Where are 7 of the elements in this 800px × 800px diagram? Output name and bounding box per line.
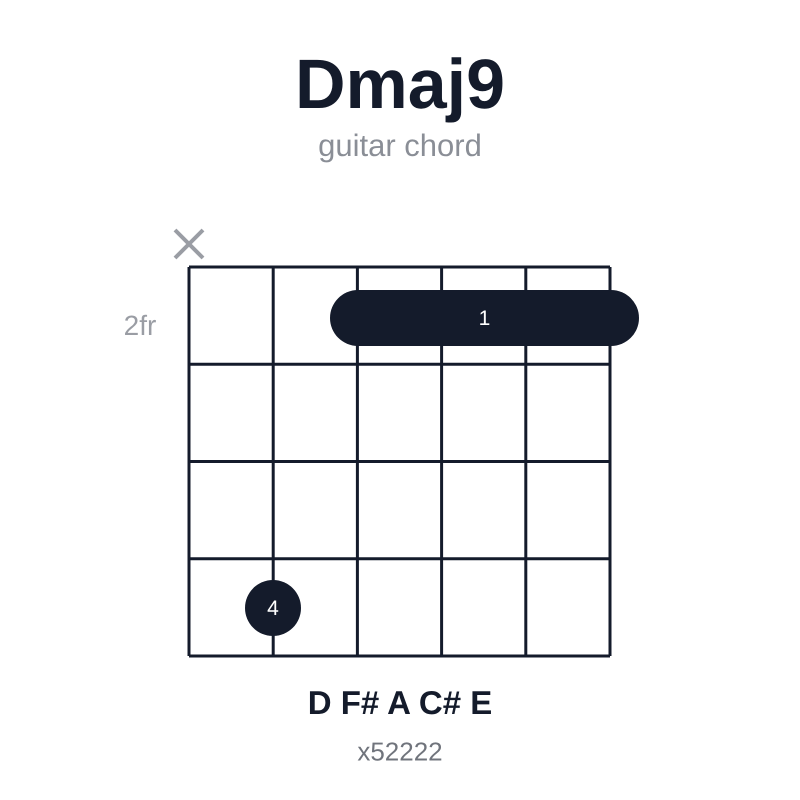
chord-subtitle: guitar chord (318, 128, 482, 164)
finger-number: 4 (267, 598, 279, 618)
chord-title: Dmaj9 (294, 44, 506, 124)
fingering-code: x52222 (357, 736, 443, 768)
finger-number: 1 (478, 308, 490, 328)
note-names: D F# A C# E (308, 684, 492, 722)
fret-number: 2fr (124, 310, 156, 342)
